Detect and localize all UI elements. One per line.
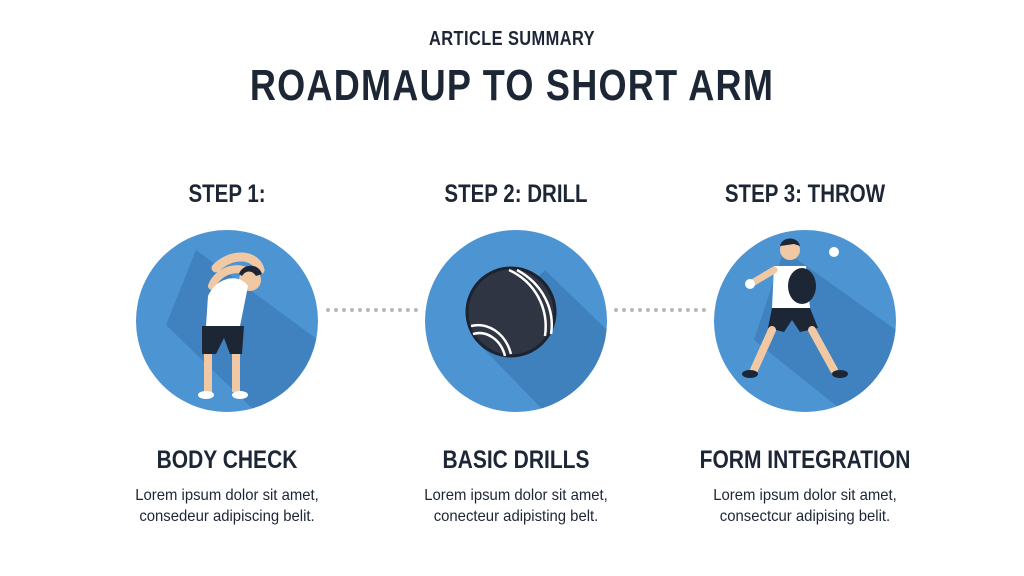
- stretching-person-icon: [166, 250, 318, 412]
- connector-2-3: [614, 308, 706, 312]
- connector-1-2: [326, 308, 418, 312]
- step-3: STEP 3: THROW FORM INTEGRATION Lorem ips…: [655, 178, 955, 527]
- ball-icon: [465, 266, 607, 412]
- step-heading: FORM INTEGRATION: [699, 446, 911, 474]
- step-1-circle: [136, 230, 318, 412]
- step-heading: BASIC DRILLS: [442, 446, 590, 474]
- step-2-circle: [425, 230, 607, 412]
- step-label: STEP 1:: [188, 180, 266, 208]
- description-line-1: Lorem ipsum dolor sit amet,: [713, 487, 897, 504]
- step-2: STEP 2: DRILL BASIC DRILLS Lorem ipsum d…: [366, 178, 666, 527]
- header: ARTICLE SUMMARY ROADMAUP TO SHORT ARM: [0, 28, 1024, 111]
- kicker: ARTICLE SUMMARY: [429, 28, 595, 50]
- throwing-player-icon: [742, 238, 896, 412]
- description-line-2: conecteur adipisting belt.: [433, 508, 599, 525]
- step-label: STEP 3: THROW: [724, 180, 886, 208]
- step-description: Lorem ipsum dolor sit amet, consedeur ad…: [88, 485, 367, 527]
- description-line-2: consectcur adipising belit.: [719, 508, 891, 525]
- step-heading: BODY CHECK: [156, 446, 298, 474]
- step-label: STEP 2: DRILL: [444, 180, 588, 208]
- step-description: Lorem ipsum dolor sit amet, consectcur a…: [666, 485, 945, 527]
- description-line-2: consedeur adipiscing belit.: [139, 508, 315, 525]
- description-line-1: Lorem ipsum dolor sit amet,: [135, 487, 319, 504]
- step-3-circle: [714, 230, 896, 412]
- description-line-1: Lorem ipsum dolor sit amet,: [424, 487, 608, 504]
- page-title: ROADMAUP TO SHORT ARM: [249, 61, 775, 110]
- step-description: Lorem ipsum dolor sit amet, conecteur ad…: [377, 485, 656, 527]
- step-1: STEP 1: BODY CHECK Lorem ipsum dolor sit…: [77, 178, 377, 527]
